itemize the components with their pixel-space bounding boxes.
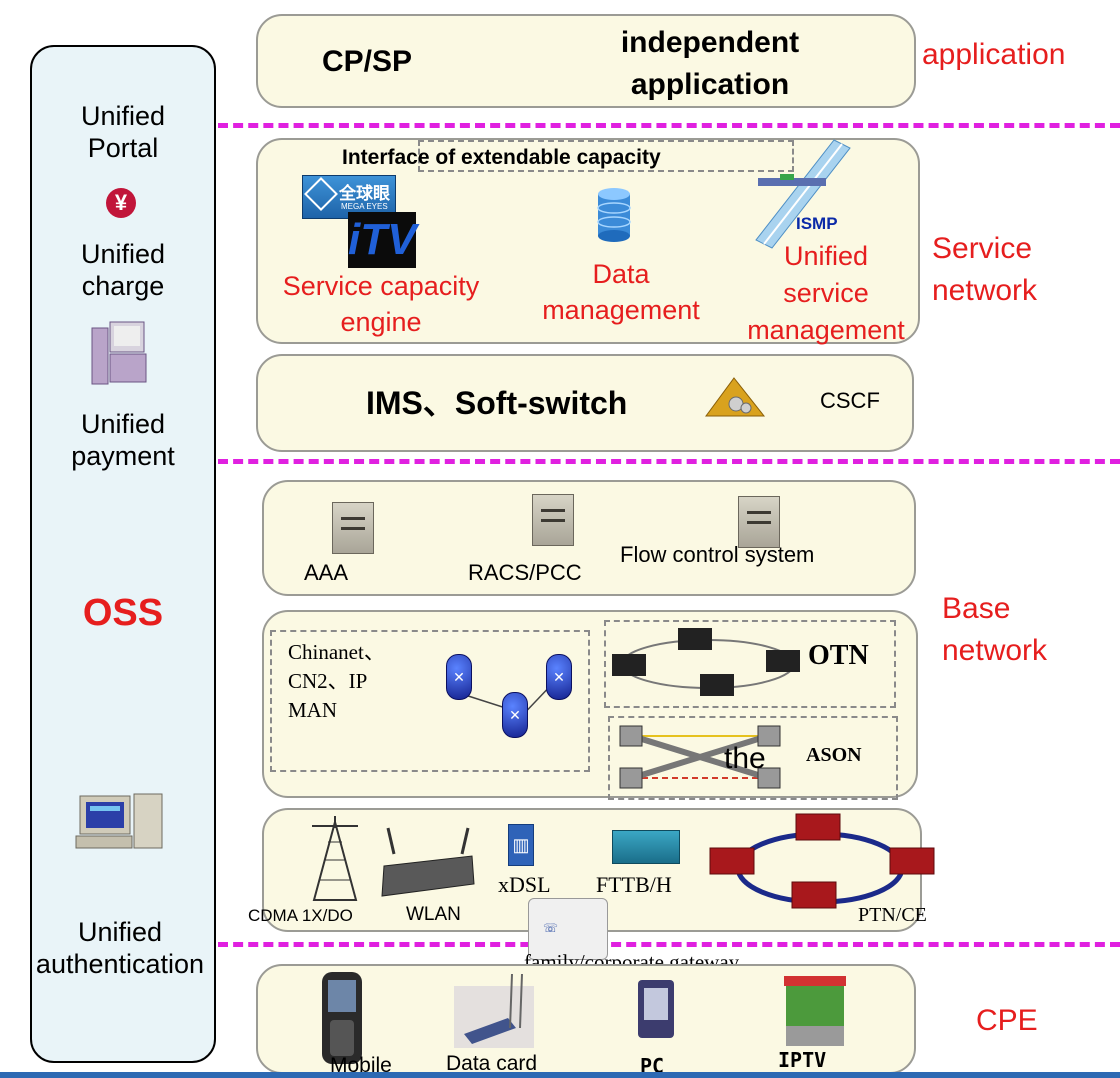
otn-dashed-box <box>604 620 896 708</box>
fttb-device-icon <box>612 830 680 864</box>
ason-mesh-diagram <box>619 725 781 789</box>
fttb-label: FTTB/H <box>596 872 672 897</box>
router-icon: ✕ <box>502 692 528 738</box>
cdma-tower-icon <box>312 816 358 901</box>
bottom-bar <box>0 1072 1120 1078</box>
gateway-logo-icon: ☏ <box>543 921 559 935</box>
ismp-label: ISMP <box>796 214 838 233</box>
router-icon: ✕ <box>446 654 472 700</box>
ason-label: ASON <box>806 744 862 766</box>
ismp-device-icon <box>752 138 852 250</box>
wlan-label: WLAN <box>406 904 461 925</box>
aaa-server-icon <box>332 502 374 554</box>
itv-logo: iTV <box>348 212 416 268</box>
unified-authentication-label: Unified authentication <box>35 917 205 979</box>
computer-icon <box>90 318 150 386</box>
interface-dashed-box <box>418 140 794 172</box>
iptv-device-icon <box>784 976 846 1046</box>
ims-softswitch-label: IMS、Soft-switch <box>366 385 628 421</box>
cscf-label: CSCF <box>820 388 880 413</box>
ip-network-dashed-box <box>270 630 590 772</box>
gateway-device-icon: ☏ <box>528 898 608 960</box>
mega-eyes-sub: MEGA EYES <box>341 202 388 211</box>
separator-cpe <box>218 942 1120 947</box>
cp-sp-label: CP/SP <box>322 45 413 78</box>
diamond-icon <box>304 177 338 211</box>
racs-label: RACS/PCC <box>468 560 582 585</box>
service-network-side-label: Service network <box>932 232 1038 307</box>
independent-application-label: independent application <box>620 26 800 101</box>
iptv-label: IPTV <box>778 1048 827 1072</box>
ims-layer-box <box>256 354 914 452</box>
ptn-label: PTN/CE <box>858 904 927 926</box>
workstation-icon <box>74 792 166 852</box>
ason-overlay-text: the <box>724 742 766 775</box>
interface-label: Interface of extendable capacity <box>342 146 661 169</box>
flow-control-server-icon <box>738 496 780 548</box>
chinanet-label: Chinanet、 CN2、IP MAN <box>288 640 385 722</box>
oss-label: OSS <box>82 592 164 634</box>
application-side-label: application <box>922 38 1066 71</box>
racs-server-icon <box>532 494 574 546</box>
service-capacity-engine-label: Service capacity engine <box>282 271 480 337</box>
mega-eyes-text: 全球眼 <box>339 184 390 203</box>
xdsl-modem-icon: ▥ <box>508 824 534 866</box>
otn-label: OTN <box>808 640 869 671</box>
softswitch-icon <box>704 376 766 418</box>
data-management-label: Data management <box>542 259 700 325</box>
cdma-label: CDMA 1X/DO <box>248 906 353 925</box>
mega-eyes-logo: 全球眼 MEGA EYES <box>302 175 396 219</box>
unified-payment-label: Unified payment <box>71 409 175 471</box>
ptn-ring-diagram <box>709 813 935 909</box>
separator-service <box>218 459 1120 464</box>
database-icon <box>596 186 632 244</box>
cpe-side-label: CPE <box>976 1004 1038 1037</box>
unified-portal-label: Unified Portal <box>80 101 166 163</box>
unified-charge-label: Unified charge <box>80 239 166 301</box>
data-card-icon <box>454 973 534 1048</box>
aaa-label: AAA <box>304 560 349 585</box>
wlan-router-icon <box>381 827 475 897</box>
router-icon: ✕ <box>546 654 572 700</box>
data-card-label: Data card <box>446 1052 538 1075</box>
unified-service-management-label: Unified service management <box>747 241 905 345</box>
application-layer-box <box>256 14 916 108</box>
separator-application <box>218 123 1120 128</box>
ason-dashed-box <box>608 716 898 800</box>
otn-ring-diagram <box>612 628 800 696</box>
yen-icon: ¥ <box>106 188 136 218</box>
flow-control-label: Flow control system <box>620 542 815 567</box>
pc-device-icon <box>638 980 674 1038</box>
mobile-label: Mobile <box>330 1054 392 1077</box>
base-network-side-label: Base network <box>942 592 1048 667</box>
mobile-phone-icon <box>322 972 362 1064</box>
transport-layer-box <box>262 610 918 798</box>
xdsl-label: xDSL <box>498 872 551 897</box>
